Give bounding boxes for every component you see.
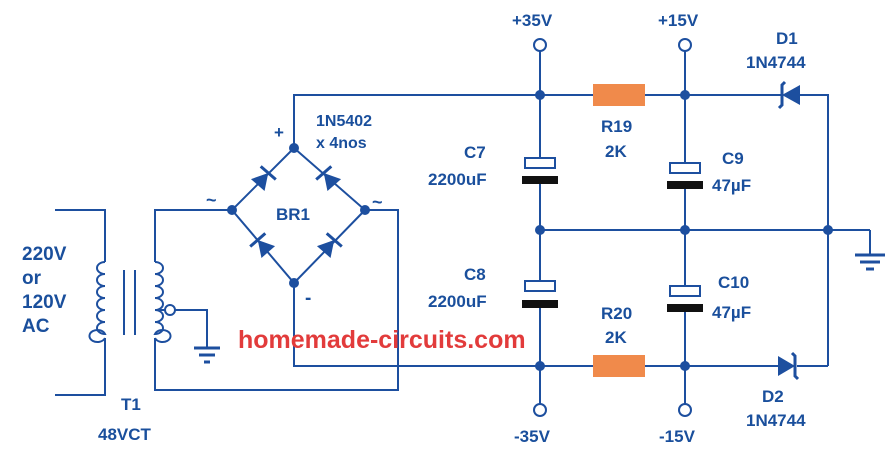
secondary-top-wire [154, 209, 232, 262]
terminal-icon [533, 38, 547, 52]
neg15-label: -15V [659, 427, 696, 446]
secondary-bottom-wire [154, 209, 399, 391]
diode-icon [315, 165, 342, 191]
diode-icon [250, 165, 277, 191]
resistor-icon [593, 355, 645, 377]
c8-name: C8 [464, 265, 486, 284]
input-voltage-line4: AC [22, 316, 50, 337]
secondary-coil [153, 261, 172, 343]
r19-name: R19 [601, 117, 632, 136]
capacitor-icon [667, 162, 703, 189]
junction-nodes [227, 90, 833, 371]
resistor-icon [593, 84, 645, 106]
ground-icon [194, 346, 220, 364]
input-voltage-line2: or [22, 268, 42, 289]
bridge-diodes [249, 165, 343, 258]
diode-icon [316, 232, 343, 258]
c9-value: 47µF [712, 176, 751, 195]
bridge-minus: - [305, 288, 311, 309]
d1-name: D1 [776, 29, 798, 48]
bridge-plus: + [274, 123, 284, 142]
r20-value: 2K [605, 328, 627, 347]
center-tap-wire [160, 309, 208, 348]
c8-value: 2200uF [428, 292, 487, 311]
diode-icon [249, 232, 276, 258]
neg35-label: -35V [514, 427, 551, 446]
input-voltage-line1: 220V [22, 244, 67, 265]
c9-name: C9 [722, 149, 744, 168]
capacitor-icon [667, 285, 703, 312]
pos15-label: +15V [658, 11, 699, 30]
terminal-icon [678, 403, 692, 417]
input-voltage-line3: 120V [22, 292, 67, 313]
c7-name: C7 [464, 143, 486, 162]
primary-bottom-wire [55, 338, 106, 396]
terminal-icon [678, 38, 692, 52]
primary-top-wire [55, 209, 106, 262]
transformer-spec: 48VCT [98, 425, 152, 444]
zener-diode-icon [778, 351, 800, 381]
center-tap-terminal [164, 304, 176, 316]
c10-name: C10 [718, 273, 749, 292]
pos35-label: +35V [512, 11, 553, 30]
ground-icon [855, 253, 885, 271]
d2-name: D2 [762, 387, 784, 406]
transformer-icon [88, 261, 172, 343]
negative-rail-wire [293, 283, 540, 367]
watermark: homemade-circuits.com [238, 326, 526, 354]
d2-part: 1N4744 [746, 411, 806, 430]
bridge-diode-line2: x 4nos [316, 135, 367, 152]
bridge-ac-left: ~ [206, 190, 217, 210]
c10-value: 47µF [712, 303, 751, 322]
capacitor-icon [522, 157, 558, 184]
bridge-name: BR1 [276, 205, 310, 224]
zener-return-wire [800, 94, 829, 366]
r20-name: R20 [601, 304, 632, 323]
c7-value: 2200uF [428, 170, 487, 189]
d1-part: 1N4744 [746, 53, 806, 72]
bridge-ac-right: ~ [372, 192, 383, 212]
terminal-icon [533, 403, 547, 417]
zener-diode-icon [777, 80, 800, 110]
transformer-name: T1 [121, 395, 141, 414]
bridge-diode-line1: 1N5402 [316, 113, 372, 130]
capacitor-icon [522, 280, 558, 308]
positive-rail-wire [293, 94, 540, 148]
primary-coil [88, 261, 107, 343]
r19-value: 2K [605, 142, 627, 161]
